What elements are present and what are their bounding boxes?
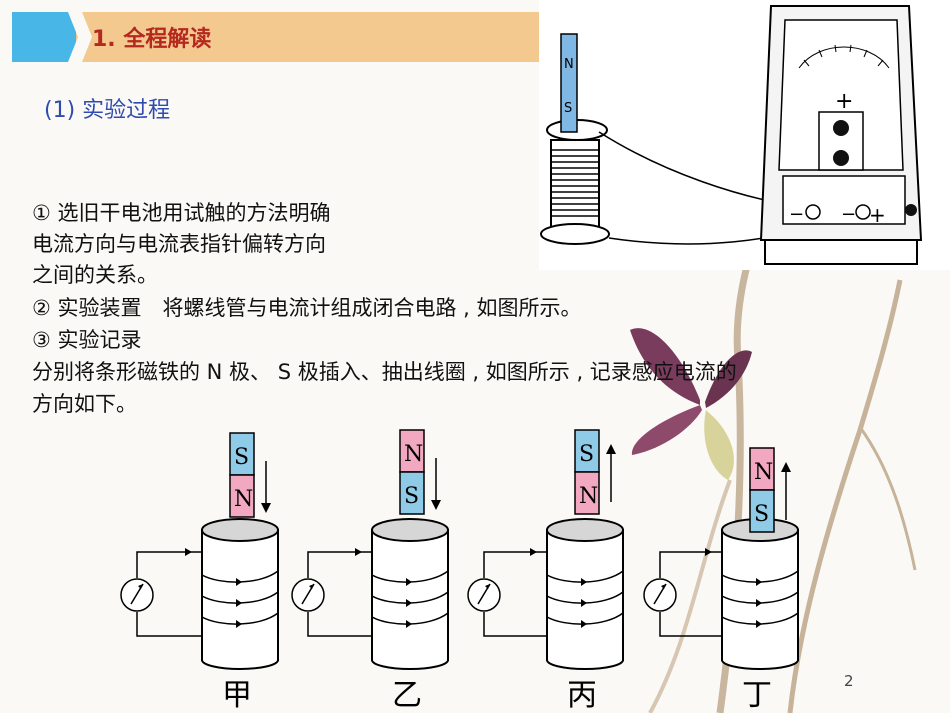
photo-magnet-bottom-label: S: [564, 101, 572, 116]
page-number: 2: [844, 672, 854, 690]
step-1-line-3: 之间的关系。: [32, 263, 158, 287]
svg-text:+: +: [835, 89, 853, 114]
step-3-line-2: 方向如下。: [32, 392, 137, 416]
magnet-top-pole-label: N: [754, 460, 773, 485]
bar-magnet-icon: N S: [560, 33, 578, 133]
diagram-3: SN 丙: [467, 429, 624, 713]
magnet-bottom-pole-label: S: [404, 484, 419, 509]
section-heading: (1) 实验过程: [44, 98, 171, 123]
diagram-label: 甲: [222, 678, 252, 713]
photo-magnet-top-label: N: [564, 57, 574, 72]
diagram-label: 丁: [742, 678, 772, 713]
apparatus-drawing: N S + − − +: [540, 5, 923, 265]
title-tab-accent: [12, 12, 76, 62]
diagram-label: 丙: [567, 678, 597, 713]
magnet-bottom-pole-label: N: [234, 487, 253, 512]
arrow-down-icon: [261, 503, 271, 513]
step-1-line-1: ① 选旧干电池用试触的方法明确: [32, 201, 331, 225]
diagram-4: NS 丁: [643, 447, 799, 713]
svg-text:+: +: [869, 203, 886, 227]
step-2-text: ② 实验装置 将螺线管与电流计组成闭合电路 , 如图所示。: [32, 296, 582, 320]
title-bar: [12, 12, 552, 62]
arrow-up-icon: [606, 444, 616, 454]
title-chevron-icon: [68, 12, 92, 62]
diagram-1: SN 甲: [120, 432, 279, 713]
magnet-top-pole-label: S: [579, 442, 594, 467]
step-3-line-1: 分别将条形磁铁的 N 极、 S 极插入、抽出线圈 , 如图所示 , 记录感应电流…: [32, 360, 737, 384]
bar-magnet-icon: NS: [399, 429, 425, 515]
magnet-top-pole-label: S: [234, 445, 249, 470]
svg-text:−: −: [841, 204, 856, 225]
bar-magnet-icon: SN: [574, 429, 600, 515]
galvanometer-icon: + − − +: [759, 5, 923, 265]
magnet-bottom-pole-label: N: [579, 484, 598, 509]
diagram-label: 乙: [392, 678, 422, 713]
step-3-heading: ③ 实验记录: [32, 328, 142, 352]
step-1-line-2: 电流方向与电流表指针偏转方向: [32, 232, 326, 256]
arrow-up-icon: [781, 462, 791, 472]
magnet-top-pole-label: N: [404, 442, 423, 467]
page-title: 1. 全程解读: [92, 27, 212, 52]
magnet-bottom-pole-label: S: [754, 502, 769, 527]
butterfly-icon: [630, 328, 752, 480]
bar-magnet-icon: NS: [749, 447, 775, 533]
apparatus-illustration: N S + − − +: [539, 0, 950, 270]
svg-text:−: −: [789, 204, 804, 225]
diagram-2: NS 乙: [291, 429, 449, 713]
arrow-down-icon: [431, 500, 441, 510]
bar-magnet-icon: SN: [229, 432, 255, 518]
